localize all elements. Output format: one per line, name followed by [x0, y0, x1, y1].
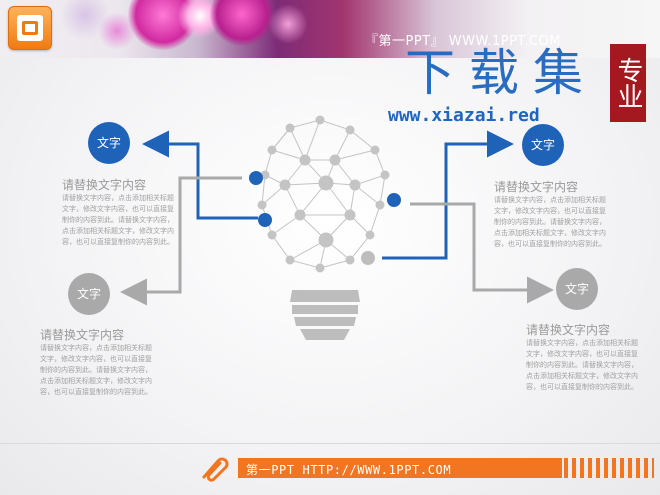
- connector-dot: [361, 251, 375, 265]
- bokeh-light: [268, 4, 308, 44]
- text-block-body: 请替换文字内容，点击添加相关标题文字，修改文字内容，也可以直接复制你的内容到此。…: [40, 344, 152, 396]
- arrow-to-top-right-node: [382, 130, 514, 260]
- footer-text: 第一PPT HTTP://WWW.1PPT.COM: [246, 463, 452, 477]
- text-block-title: 请替换文字内容: [62, 178, 147, 192]
- arrow-to-bottom-right-node: [410, 202, 554, 304]
- connector-dots: [249, 171, 401, 265]
- bokeh-light: [60, 0, 110, 40]
- text-block-title: 请替换文字内容: [494, 180, 579, 194]
- watermark-text: 下载集: [405, 44, 597, 102]
- text-block-body: 请替换文字内容，点击添加相关标题文字，修改文字内容，也可以直接复制你的内容到此。…: [62, 194, 174, 246]
- node-top-left: 文字: [88, 122, 130, 164]
- text-block-title: 请替换文字内容: [526, 323, 611, 337]
- site-title: 『第一PPT』 WWW.1PPT.COM: [365, 34, 561, 49]
- lightbulb-network-icon: [257, 115, 390, 340]
- node-top-right: 文字: [522, 124, 564, 166]
- connector-dot: [249, 171, 263, 185]
- node-bottom-left: 文字: [68, 273, 110, 315]
- header-banner: [0, 0, 660, 58]
- footer-stripes: [564, 458, 654, 478]
- paperclip-icon: [202, 457, 229, 482]
- arrow-to-top-left-node: [142, 130, 258, 220]
- powerpoint-icon: [8, 6, 52, 50]
- text-block-title: 请替换文字内容: [40, 328, 125, 342]
- watermark-stamp: 专业: [610, 44, 646, 122]
- footer-bar: 第一PPT HTTP://WWW.1PPT.COM: [238, 458, 562, 478]
- footer-divider: [0, 443, 660, 444]
- connector-arrows: [120, 130, 554, 306]
- node-bottom-right: 文字: [556, 268, 598, 310]
- connector-dot: [387, 193, 401, 207]
- text-block-body: 请替换文字内容，点击添加相关标题文字，修改文字内容，也可以直接复制你的内容到此。…: [526, 339, 638, 391]
- watermark-url: www.xiazai.red: [388, 105, 540, 126]
- text-block-body: 请替换文字内容，点击添加相关标题文字，修改文字内容，也可以直接复制你的内容到此。…: [494, 196, 606, 248]
- arrow-to-bottom-left-node: [120, 176, 242, 306]
- connector-dot: [258, 213, 272, 227]
